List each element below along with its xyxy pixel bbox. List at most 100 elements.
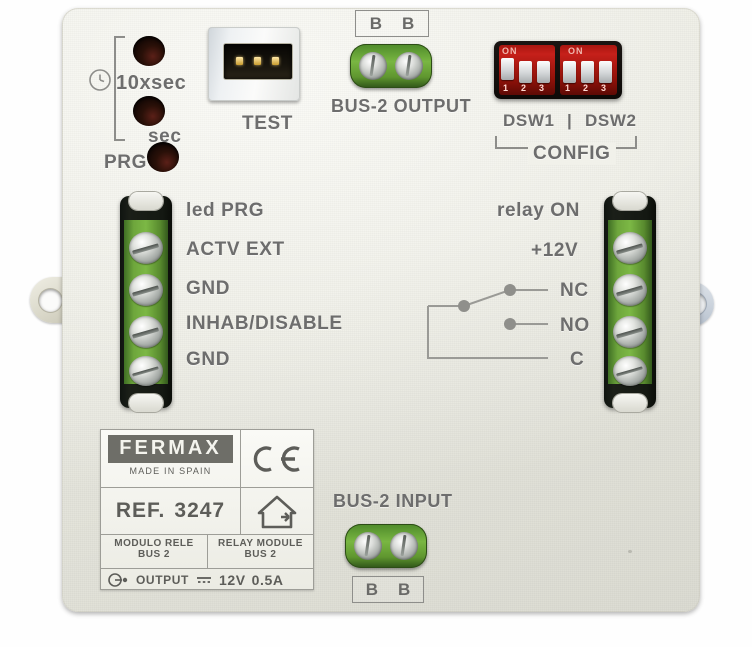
relay-no-contact [504,318,516,330]
label-name-es-line2: BUS 2 [138,549,170,560]
bus2-output-connector[interactable] [350,44,432,88]
label-name-en-line1: RELAY MODULE [218,538,303,549]
config-divider: | [567,111,573,130]
bus2-input-b2: B [398,579,411,599]
led-sec-label: sec [148,126,182,147]
left-terminal-pin-gnd-1: GND [186,278,231,299]
dsw2-num-1: 1 [565,83,571,93]
label-name-es: MODULO RELE BUS 2 [101,535,208,568]
dsw1-on-label: ON [502,46,518,56]
test-label: TEST [242,113,293,134]
dsw1-switch-1[interactable] [501,58,514,80]
bus2-output-b1: B [369,13,382,33]
bus2-input-connector[interactable] [345,524,427,568]
label-output-spec: OUTPUT 12V 0.5A [101,569,313,590]
label-name-en-line2: BUS 2 [244,549,277,560]
relay-contact-schematic [427,284,548,359]
dsw2-num-3: 3 [601,83,607,93]
bus2-output-b2: B [402,13,415,33]
right-terminal-pin-no: NO [560,315,590,336]
left-terminal-pin-gnd-2: GND [186,349,231,370]
bus2-input-screw-2[interactable] [390,532,418,560]
bus2-output-screw-1[interactable] [359,52,387,80]
left-terminal-cap-bottom [129,394,163,412]
label-reference-cell: REF. 3247 [101,488,241,534]
test-pin-2 [254,57,261,65]
label-output-current: 0.5A [251,571,284,588]
bus2-input-title: BUS-2 INPUT [333,491,453,511]
dsw2-caption: DSW2 [585,111,637,130]
right-terminal-pin-12v: +12V [531,240,579,261]
mounting-hole-left [39,289,62,312]
dsw2-on-label: ON [568,46,584,56]
test-header[interactable] [224,44,292,79]
right-terminal-screw-12v[interactable] [613,232,647,264]
led-10xsec [133,36,165,66]
timing-range-bracket [114,36,125,141]
left-terminal-screw-gnd-1[interactable] [129,274,163,306]
dsw2-num-2: 2 [583,83,589,93]
dsw1-caption: DSW1 [503,111,555,130]
left-terminal-pin-inhab-disable: INHAB/DISABLE [186,313,343,334]
config-group-label: CONFIG [528,143,616,165]
left-terminal-screw-inhab-disable[interactable] [129,316,163,348]
right-terminal-pin-c: C [570,349,585,370]
dsw1-num-1: 1 [503,83,509,93]
surface-speck [628,550,632,553]
dsw1-num-3: 3 [539,83,545,93]
label-name-es-line1: MODULO RELE [114,538,194,549]
led-prg [147,142,179,172]
bus2-output-terminal-legend: B B [355,10,429,37]
left-terminal-cap-top [129,192,163,210]
right-terminal-cap-bottom [613,394,647,412]
test-connector-housing [208,27,300,101]
led-10xsec-label: 10xsec [116,72,187,94]
ce-mark-icon [241,430,313,487]
config-dip-switch-module[interactable]: ON 1 2 3 ON 1 2 3 [494,41,622,99]
left-terminal-pin-actv-ext: ACTV EXT [186,239,285,260]
right-terminal-cap-top [613,192,647,210]
dsw2-switch-2[interactable] [581,61,594,83]
dip-bank-dsw1[interactable]: ON 1 2 3 [499,45,555,95]
label-ref-prefix: REF. [115,499,166,522]
test-pin-1 [236,57,243,65]
relay-nc-contact [504,284,516,296]
test-pin-3 [272,57,279,65]
dsw1-num-2: 2 [521,83,527,93]
bus2-input-terminal-legend: B B [352,576,424,603]
right-terminal-screw-c[interactable] [613,356,647,386]
dc-symbol-icon [196,576,211,583]
right-terminal-pin-nc: NC [560,280,589,301]
label-output-word: OUTPUT [136,572,189,587]
output-jack-icon [108,572,128,587]
label-brand-cell: FERMAX MADE IN SPAIN [101,430,241,487]
bus2-output-screw-2[interactable] [395,52,423,80]
left-terminal-block[interactable] [120,192,172,412]
left-terminal-screw-gnd-2[interactable] [129,356,163,386]
label-made-in: MADE IN SPAIN [129,466,212,476]
fermax-wordmark: FERMAX [108,435,233,463]
relay-common-pivot [458,300,470,312]
house-indoor-use-icon [241,488,313,534]
clock-icon [89,69,111,91]
right-terminal-screw-nc[interactable] [613,274,647,306]
led-prg-label: PRG [104,152,147,173]
dsw1-switch-2[interactable] [519,61,532,83]
dsw1-switch-3[interactable] [537,61,550,83]
right-terminal-screw-no[interactable] [613,316,647,348]
left-terminal-screw-actv-ext[interactable] [129,232,163,264]
label-ref-number: 3247 [174,499,226,522]
label-name-en: RELAY MODULE BUS 2 [208,535,313,568]
right-terminal-header: relay ON [497,200,580,221]
bus2-input-b1: B [365,579,378,599]
dip-bank-dsw2[interactable]: ON 1 2 3 [560,45,617,95]
bus2-input-screw-1[interactable] [354,532,382,560]
dsw2-switch-1[interactable] [563,61,576,83]
led-sec [133,96,165,126]
product-label: FERMAX MADE IN SPAIN REF. 3247 [100,429,314,590]
right-terminal-block[interactable] [604,192,656,412]
bus2-output-title: BUS-2 OUTPUT [331,96,472,116]
dsw2-switch-3[interactable] [599,61,612,83]
label-output-voltage: 12V [218,571,246,588]
